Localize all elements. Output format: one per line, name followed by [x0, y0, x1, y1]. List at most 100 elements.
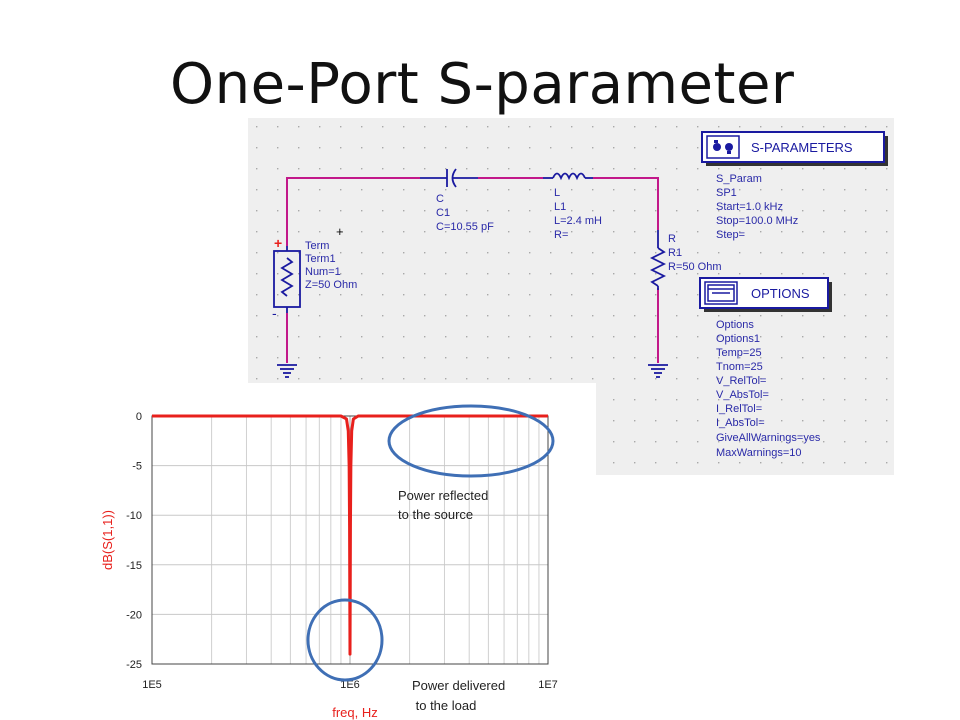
- term-source[interactable]: [273, 246, 301, 313]
- inductor-symbol[interactable]: [543, 172, 593, 181]
- grid-dot: [781, 357, 783, 359]
- grid-dot: [508, 210, 510, 212]
- grid-dot: [634, 399, 636, 401]
- grid-dot: [802, 462, 804, 464]
- grid-dot: [886, 462, 888, 464]
- grid-dot: [340, 252, 342, 254]
- grid-dot: [823, 336, 825, 338]
- grid-dot: [361, 294, 363, 296]
- grid-dot: [319, 378, 321, 380]
- grid-dot: [823, 399, 825, 401]
- grid-dot: [487, 273, 489, 275]
- grid-dot: [403, 231, 405, 233]
- grid-dot: [802, 168, 804, 170]
- grid-dot: [802, 420, 804, 422]
- grid-dot: [844, 336, 846, 338]
- grid-dot: [697, 378, 699, 380]
- grid-dot: [718, 357, 720, 359]
- grid-dot: [319, 147, 321, 149]
- grid-dot: [445, 189, 447, 191]
- grid-dot: [865, 357, 867, 359]
- grid-dot: [424, 273, 426, 275]
- grid-dot: [781, 273, 783, 275]
- grid-dot: [718, 441, 720, 443]
- grid-dot: [676, 231, 678, 233]
- grid-dot: [676, 441, 678, 443]
- grid-dot: [277, 168, 279, 170]
- grid-dot: [886, 420, 888, 422]
- grid-dot: [298, 273, 300, 275]
- capacitor-label-line: C: [436, 193, 444, 205]
- grid-dot: [655, 231, 657, 233]
- grid-dot: [256, 273, 258, 275]
- grid-dot: [340, 378, 342, 380]
- grid-dot: [340, 210, 342, 212]
- grid-dot: [697, 231, 699, 233]
- inductor-label-line: L=2.4 mH: [554, 215, 602, 227]
- grid-dot: [823, 126, 825, 128]
- grid-dot: [508, 273, 510, 275]
- term-label-line: Term: [305, 240, 329, 252]
- grid-dot: [277, 378, 279, 380]
- grid-dot: [739, 273, 741, 275]
- grid-dot: [697, 462, 699, 464]
- grid-dot: [529, 273, 531, 275]
- grid-dot: [718, 189, 720, 191]
- grid-dot: [277, 315, 279, 317]
- options-param-line: MaxWarnings=10: [716, 447, 802, 459]
- grid-dot: [865, 252, 867, 254]
- grid-dot: [550, 189, 552, 191]
- plus-marker: +: [336, 224, 344, 239]
- grid-dot: [382, 357, 384, 359]
- sparameters-block[interactable]: S-PARAMETERS: [701, 131, 888, 166]
- grid-dot: [655, 399, 657, 401]
- grid-dot: [760, 126, 762, 128]
- grid-dot: [676, 378, 678, 380]
- grid-dot: [613, 252, 615, 254]
- grid-dot: [760, 399, 762, 401]
- resistor-symbol[interactable]: [649, 230, 667, 290]
- grid-dot: [781, 399, 783, 401]
- grid-dot: [298, 210, 300, 212]
- grid-dot: [571, 252, 573, 254]
- grid-dot: [592, 294, 594, 296]
- options-block[interactable]: OPTIONS: [699, 277, 832, 312]
- grid-dot: [508, 357, 510, 359]
- sparameters-param-line: SP1: [716, 187, 737, 199]
- grid-dot: [718, 315, 720, 317]
- grid-dot: [487, 378, 489, 380]
- term-label-line: Term1: [305, 253, 336, 265]
- grid-dot: [571, 168, 573, 170]
- grid-dot: [466, 378, 468, 380]
- grid-dot: [508, 168, 510, 170]
- grid-dot: [844, 210, 846, 212]
- grid-dot: [529, 189, 531, 191]
- grid-dot: [445, 231, 447, 233]
- grid-dot: [550, 273, 552, 275]
- grid-dot: [655, 168, 657, 170]
- y-tick-label: 0: [136, 411, 142, 423]
- grid-dot: [697, 420, 699, 422]
- grid-dot: [319, 294, 321, 296]
- capacitor-label-line: C1: [436, 207, 450, 219]
- grid-dot: [277, 357, 279, 359]
- options-param-line: Options: [716, 319, 754, 331]
- capacitor-symbol[interactable]: [420, 168, 478, 188]
- grid-dot: [529, 357, 531, 359]
- sparameters-param-line: Stop=100.0 MHz: [716, 215, 798, 227]
- grid-dot: [466, 336, 468, 338]
- grid-dot: [256, 336, 258, 338]
- grid-dot: [487, 147, 489, 149]
- grid-dot: [844, 462, 846, 464]
- grid-dot: [298, 315, 300, 317]
- grid-dot: [319, 273, 321, 275]
- grid-dot: [697, 336, 699, 338]
- grid-dot: [844, 315, 846, 317]
- grid-dot: [781, 252, 783, 254]
- grid-dot: [844, 168, 846, 170]
- grid-dot: [466, 273, 468, 275]
- grid-dot: [340, 126, 342, 128]
- grid-dot: [844, 357, 846, 359]
- capacitor-label: C C1 C=10.55 pF: [436, 193, 494, 233]
- grid-dot: [508, 147, 510, 149]
